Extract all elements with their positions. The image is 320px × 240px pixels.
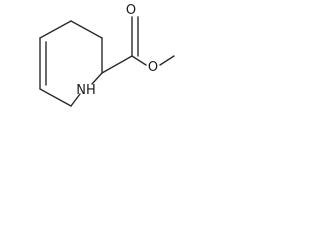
bond-carbonyl-c-ester-o (131, 55, 147, 66)
bond-c6-c7 (39, 88, 72, 107)
bond-c3-c4 (70, 20, 103, 39)
atom-label-ring-nitrogen: NH (76, 83, 96, 98)
bond-n1-c6 (70, 93, 81, 107)
bond-c5-n1 (91, 72, 103, 85)
bond-c8-c3 (39, 20, 72, 39)
atom-label-carbonyl-oxygen: O (126, 3, 136, 18)
bond-ester-o-methyl (159, 55, 175, 66)
atom-label-ester-oxygen: O (148, 60, 158, 75)
molecule-structure: O O NH (39, 3, 175, 107)
bond-c5-carbonyl-c (101, 55, 133, 74)
